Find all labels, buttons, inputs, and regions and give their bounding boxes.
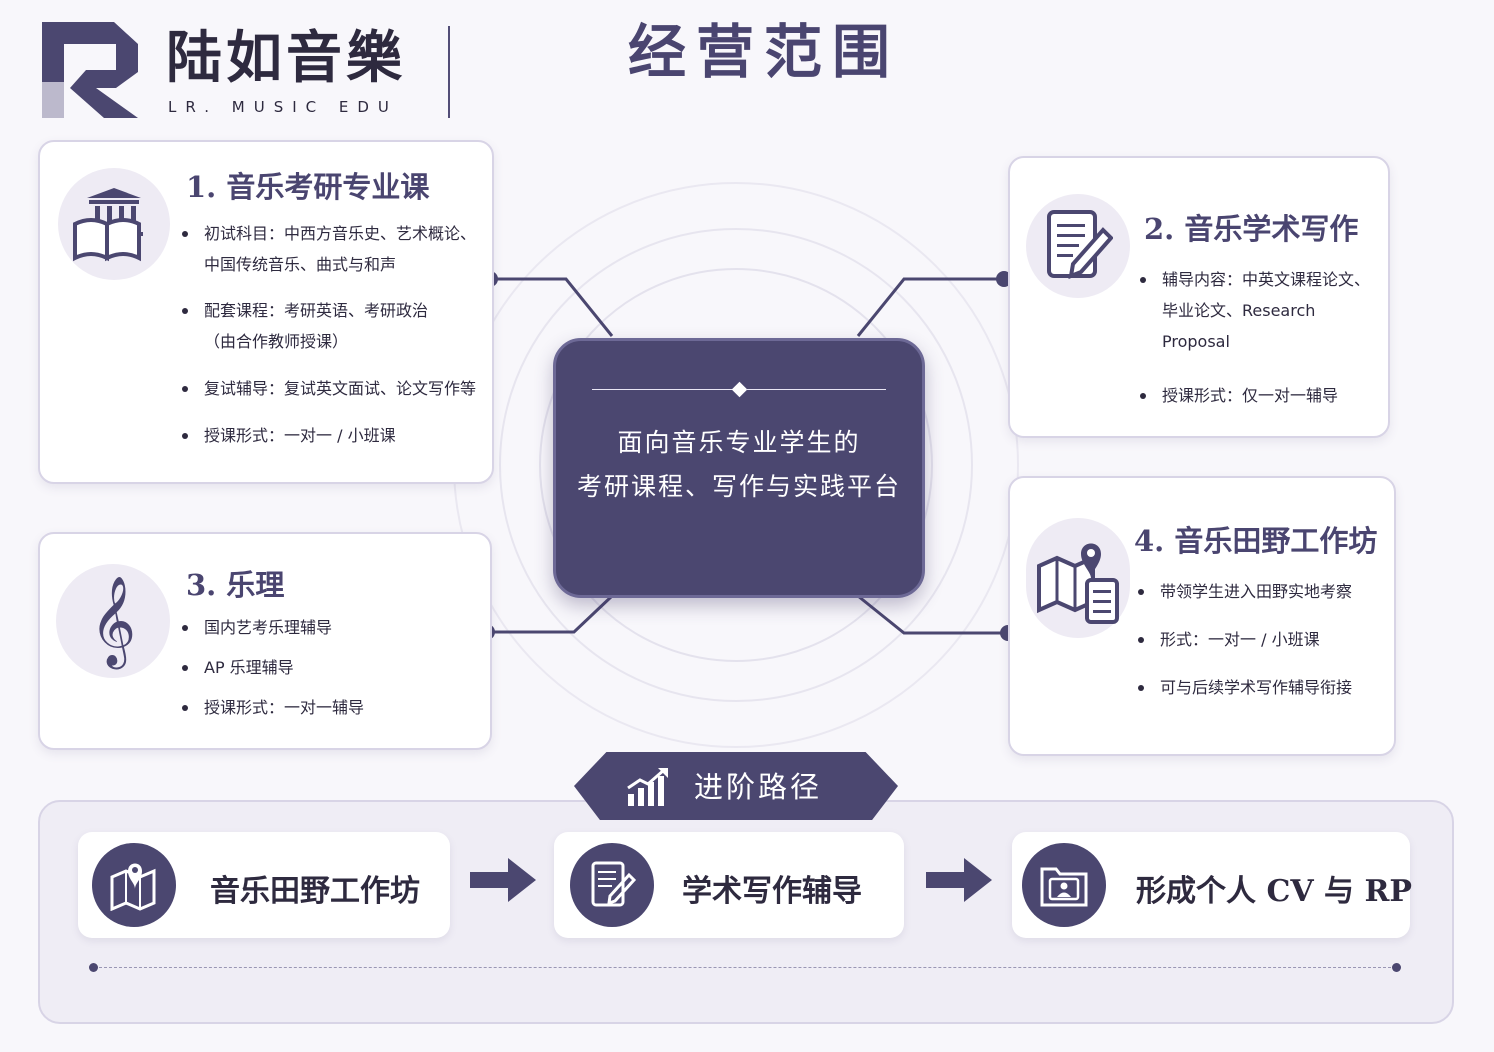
- bullet-item: 形式：一对一 / 小班课: [1138, 624, 1388, 655]
- step-label: 学术写作辅导: [682, 874, 862, 909]
- timeline-start-dot: [89, 963, 98, 972]
- map-pin-list-icon: [1026, 518, 1130, 638]
- bullet-item: 带领学生进入田野实地考察: [1138, 576, 1388, 607]
- step-label: 音乐田野工作坊: [210, 874, 420, 909]
- bullet-list: 国内艺考乐理辅导 AP 乐理辅导 授课形式：一对一辅导: [182, 612, 472, 723]
- arrow-right-icon: [926, 858, 992, 902]
- document-pen-icon: [570, 843, 654, 927]
- document-pen-icon: [1026, 194, 1130, 298]
- card-academic-writing: 2. 音乐学术写作 辅导内容：中英文课程论文、 毕业论文、Research Pr…: [1008, 156, 1390, 438]
- step-label: 形成个人 CV 与 RP: [1136, 874, 1412, 909]
- bullet-item: 授课形式：仅一对一辅导: [1140, 380, 1385, 411]
- bullet-continuation: 中国传统音乐、曲式与和声: [204, 255, 397, 274]
- header-divider: [448, 26, 450, 118]
- path-tab: [574, 752, 898, 820]
- timeline-dashed-line: [94, 967, 1396, 968]
- hub-text-line2: 考研课程、写作与实践平台: [576, 472, 901, 501]
- bullet-list: 带领学生进入田野实地考察 形式：一对一 / 小班课 可与后续学术写作辅导衔接: [1138, 576, 1388, 703]
- bullet-item: 授课形式：一对一辅导: [182, 692, 472, 723]
- bullet-item: AP 乐理辅导: [182, 652, 472, 683]
- diamond-icon: [731, 381, 748, 398]
- card-postgrad-courses: 1. 音乐考研专业课 初试科目：中西方音乐史、艺术概论、 中国传统音乐、曲式与和…: [38, 140, 494, 484]
- card-title: 4. 音乐田野工作坊: [1134, 524, 1378, 558]
- path-step-writing: 学术写作辅导: [554, 832, 904, 938]
- logo-mark: [42, 22, 142, 118]
- hub-text-line1: 面向音乐专业学生的: [617, 428, 861, 457]
- card-music-theory: 𝄞 3. 乐理 国内艺考乐理辅导 AP 乐理辅导 授课形式：一对一辅导: [38, 532, 492, 750]
- map-pin-icon: [92, 843, 176, 927]
- path-step-cv-rp: 形成个人 CV 与 RP: [1012, 832, 1412, 938]
- path-tab-label: 进阶路径: [694, 770, 823, 804]
- bullet-item: 可与后续学术写作辅导衔接: [1138, 672, 1388, 703]
- page-title: 经营范围: [628, 18, 901, 86]
- card-title: 2. 音乐学术写作: [1144, 212, 1359, 246]
- logo-chinese: 陆如音樂: [166, 25, 406, 91]
- timeline-end-dot: [1392, 963, 1401, 972]
- hub-divider-left: [592, 389, 734, 390]
- path-step-field-workshop: 音乐田野工作坊: [78, 832, 450, 938]
- bullet-continuation: 毕业论文、Research Proposal: [1162, 301, 1316, 351]
- bullet-continuation: （由合作教师授课）: [204, 332, 349, 351]
- treble-clef-icon: 𝄞: [56, 564, 170, 678]
- card-title: 1. 音乐考研专业课: [186, 170, 430, 204]
- bullet-list: 初试科目：中西方音乐史、艺术概论、 中国传统音乐、曲式与和声 配套课程：考研英语…: [182, 218, 482, 451]
- chart-growth-icon: [626, 766, 670, 808]
- center-hub: 面向音乐专业学生的 考研课程、写作与实践平台: [553, 338, 925, 598]
- card-title: 3. 乐理: [186, 568, 285, 602]
- bullet-item: 辅导内容：中英文课程论文、: [1140, 264, 1385, 295]
- bullet-item: 国内艺考乐理辅导: [182, 612, 472, 643]
- hub-divider-right: [746, 389, 886, 390]
- card-field-workshop: 4. 音乐田野工作坊 带领学生进入田野实地考察 形式：一对一 / 小班课 可与后…: [1008, 476, 1396, 756]
- bullet-item: 复试辅导：复试英文面试、论文写作等: [182, 373, 482, 404]
- bullet-list: 辅导内容：中英文课程论文、 毕业论文、Research Proposal 授课形…: [1140, 264, 1385, 411]
- library-book-icon: [58, 168, 170, 280]
- arrow-right-icon: [470, 858, 536, 902]
- bullet-item: 授课形式：一对一 / 小班课: [182, 420, 482, 451]
- profile-folder-icon: [1022, 843, 1106, 927]
- bullet-item: 配套课程：考研英语、考研政治: [182, 295, 482, 326]
- logo-english: LR. MUSIC EDU: [168, 98, 398, 116]
- bullet-item: 初试科目：中西方音乐史、艺术概论、: [182, 218, 482, 249]
